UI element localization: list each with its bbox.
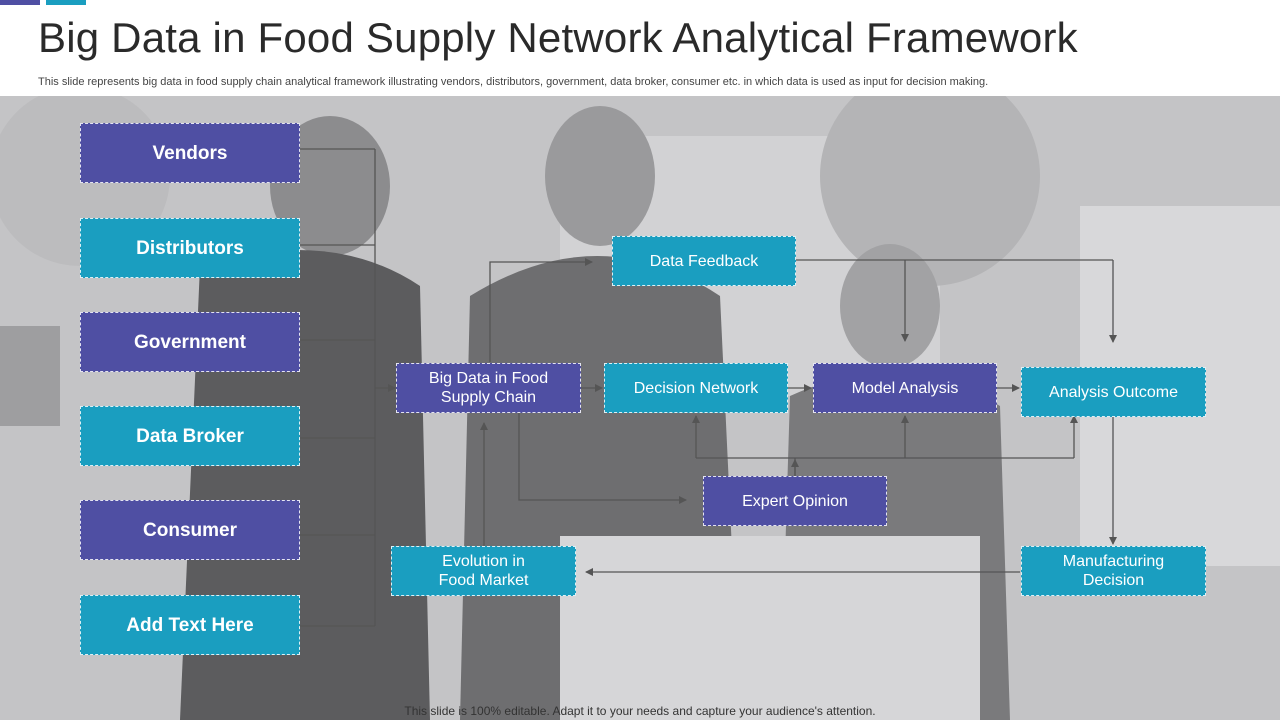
box-government: Government [80,312,300,372]
accent-bar-teal [46,0,86,5]
box-decision-network: Decision Network [604,363,788,413]
box-big-data-supply-chain: Big Data in Food Supply Chain [396,363,581,413]
box-model-analysis: Model Analysis [813,363,997,413]
accent-bar-purple [0,0,40,5]
box-manufacturing-decision: Manufacturing Decision [1021,546,1206,596]
footer-note: This slide is 100% editable. Adapt it to… [404,704,876,718]
page-subtitle: This slide represents big data in food s… [38,76,989,88]
box-vendors: Vendors [80,123,300,183]
box-consumer: Consumer [80,500,300,560]
box-expert-opinion: Expert Opinion [703,476,887,526]
box-evolution-food-market: Evolution in Food Market [391,546,576,596]
box-data-feedback: Data Feedback [612,236,796,286]
page-title: Big Data in Food Supply Network Analytic… [38,14,1078,61]
box-distributors: Distributors [80,218,300,278]
box-data-broker: Data Broker [80,406,300,466]
box-add-text: Add Text Here [80,595,300,655]
box-analysis-outcome: Analysis Outcome [1021,367,1206,417]
